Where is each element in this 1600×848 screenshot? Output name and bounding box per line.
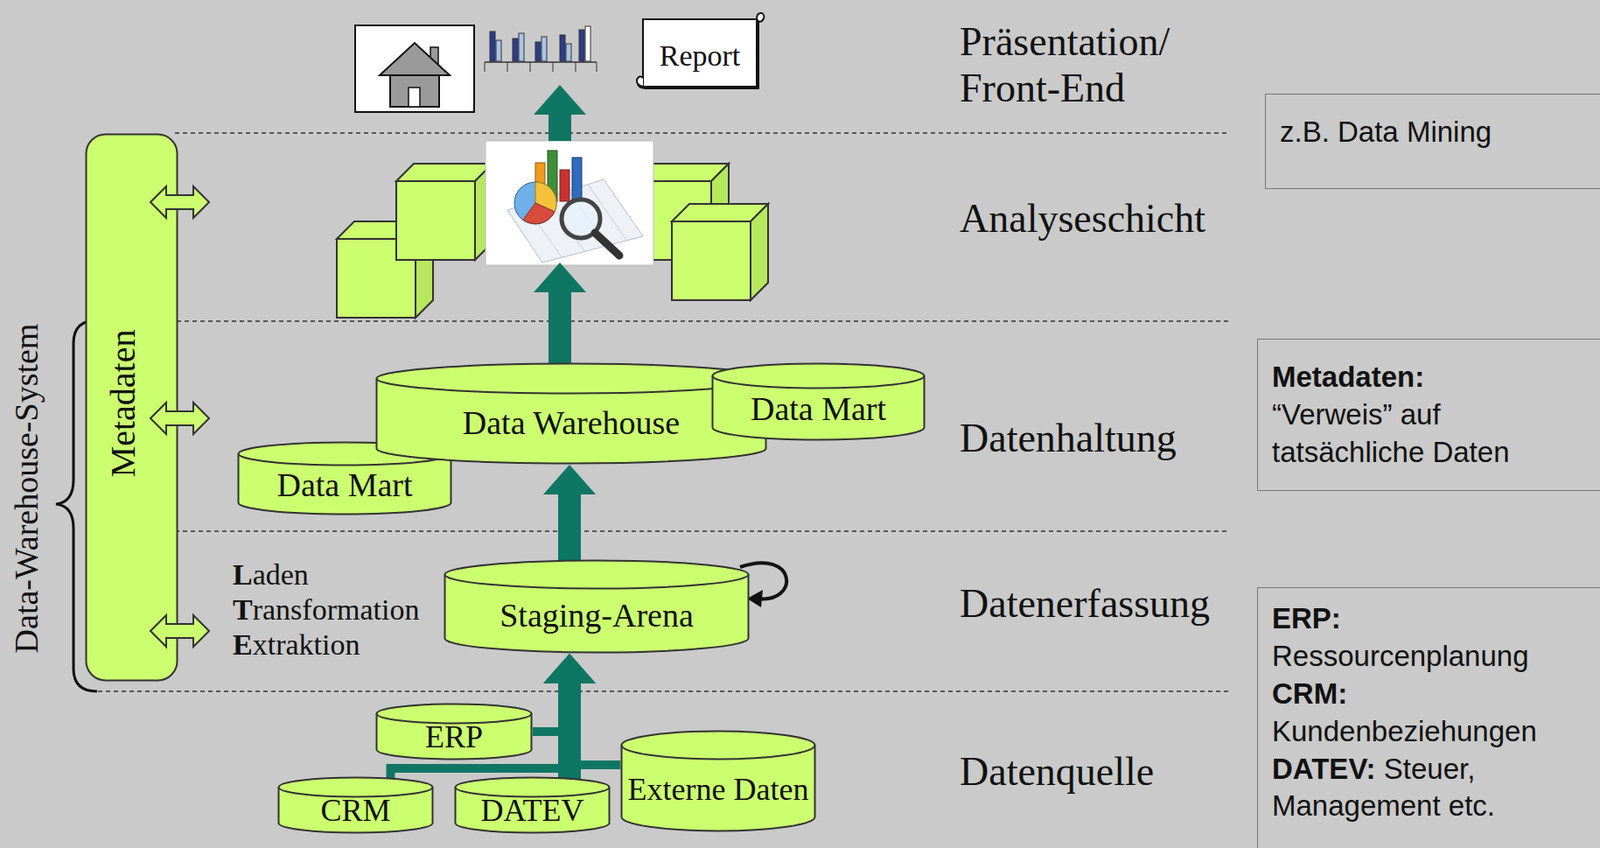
cylinder-body bbox=[377, 363, 767, 464]
bar-body: Metadaten bbox=[84, 132, 179, 682]
source-cylinder: ERP bbox=[375, 702, 533, 761]
node-text: ERP: bbox=[1271, 600, 1588, 638]
shape-body: Data Mart bbox=[711, 377, 926, 441]
note-body: ERP:RessourcenplanungCRM:Kundenbeziehung… bbox=[1257, 587, 1600, 838]
etl-step: Extraktion bbox=[232, 627, 360, 663]
scroll-sheet bbox=[637, 19, 759, 89]
cylinder-body bbox=[455, 777, 610, 833]
source-cylinder: Externe Daten bbox=[620, 729, 817, 832]
node-text: Report bbox=[656, 38, 745, 73]
node-text: Data Mart bbox=[272, 466, 416, 505]
bar-chart-icon bbox=[484, 26, 597, 72]
shape-body: Data Warehouse bbox=[375, 381, 768, 465]
system-label: Data-Warehouse-System bbox=[7, 323, 47, 654]
cylinder-rim bbox=[445, 574, 749, 589]
node-text: Ressourcenplanung bbox=[1271, 637, 1588, 676]
scroll-curl bbox=[756, 13, 765, 22]
node-text: ERP bbox=[421, 719, 487, 755]
source-cylinder: DATEV bbox=[454, 775, 611, 834]
note-box: z.B. Data Mining bbox=[1264, 93, 1600, 189]
cylinder-rim bbox=[377, 378, 767, 394]
node-text: DATEV: bbox=[1271, 752, 1377, 785]
flow-arrow bbox=[543, 464, 596, 565]
note-body: Metadaten:“Verweis” auf tatsächliche Dat… bbox=[1257, 339, 1600, 484]
node-text: CRM: bbox=[1271, 675, 1588, 713]
data-mart-cylinder: Data Mart bbox=[711, 362, 926, 441]
flow-arrows bbox=[533, 84, 587, 385]
arrow-shaft bbox=[543, 464, 596, 565]
report-scroll: Report bbox=[632, 10, 768, 94]
analysis-picture bbox=[485, 140, 654, 266]
cylinder-body bbox=[238, 442, 452, 515]
layer-label: Datenhaltung bbox=[959, 415, 1177, 462]
scroll-curl bbox=[636, 76, 643, 87]
node-text: Data Warehouse bbox=[459, 404, 684, 443]
cylinder-body bbox=[621, 731, 816, 832]
shape-body: Report bbox=[632, 17, 768, 94]
cylinder-body bbox=[279, 777, 434, 833]
shape-body: ERP bbox=[375, 714, 533, 761]
cylinder-body bbox=[377, 704, 532, 760]
flow-arrow bbox=[543, 653, 621, 776]
shape-body: Staging-Arena bbox=[443, 577, 750, 654]
source-cylinder: CRM bbox=[277, 775, 434, 834]
layer-label: Datenquelle bbox=[959, 748, 1154, 796]
arrow-shaft bbox=[543, 653, 596, 776]
note-box: ERP:RessourcenplanungCRM:Kundenbeziehung… bbox=[1257, 586, 1600, 848]
cylinder-body bbox=[445, 560, 749, 653]
shape-body: Externe Daten bbox=[620, 747, 817, 832]
arrow-shaft bbox=[543, 653, 596, 776]
etl-step: Laden bbox=[232, 557, 309, 593]
layer-label: Datenerfassung bbox=[959, 580, 1210, 628]
node-text: Externe Daten bbox=[624, 771, 813, 808]
node-text: DATEV bbox=[477, 792, 588, 829]
shape-body: Data Mart bbox=[237, 455, 453, 516]
node-text: CRM bbox=[316, 792, 394, 829]
layer-label: Analyseschicht bbox=[959, 195, 1206, 243]
cylinder-rim bbox=[238, 454, 452, 466]
warehouse-cylinder: Data Warehouse bbox=[375, 362, 768, 465]
staging-cylinder: Staging-Arena bbox=[443, 558, 750, 654]
layer-dividers bbox=[97, 132, 1230, 692]
node-text: “Verweis” auf tatsächliche Daten bbox=[1271, 396, 1588, 472]
node-text: Kundenbeziehungen bbox=[1271, 712, 1588, 751]
node-text: Data Mart bbox=[747, 390, 890, 429]
layer-label: Präsentation/ Front-End bbox=[959, 19, 1214, 112]
note-body: z.B. Data Mining bbox=[1265, 94, 1600, 164]
metadata-bar: Metadaten bbox=[84, 132, 179, 682]
node-text: Metadaten bbox=[102, 329, 144, 478]
scroll-face bbox=[642, 19, 757, 87]
metadata-bar-shape bbox=[86, 134, 178, 681]
node-text: Metadaten: bbox=[1271, 358, 1588, 397]
etl-step: Transformation bbox=[232, 592, 420, 628]
feeder-line bbox=[391, 768, 571, 778]
cylinder-body bbox=[712, 363, 925, 441]
node-text: z.B. Data Mining bbox=[1279, 113, 1588, 152]
shape-body: CRM bbox=[277, 788, 434, 834]
cylinder-rim bbox=[621, 745, 816, 760]
shape-body: DATEV bbox=[454, 788, 611, 834]
house-icon bbox=[355, 25, 475, 112]
note-box: Metadaten:“Verweis” auf tatsächliche Dat… bbox=[1257, 338, 1600, 491]
flow-arrow bbox=[532, 653, 596, 776]
node-text: Staging-Arena bbox=[496, 596, 698, 636]
arrow-shaft bbox=[543, 653, 596, 776]
cylinder-rim bbox=[712, 376, 925, 389]
